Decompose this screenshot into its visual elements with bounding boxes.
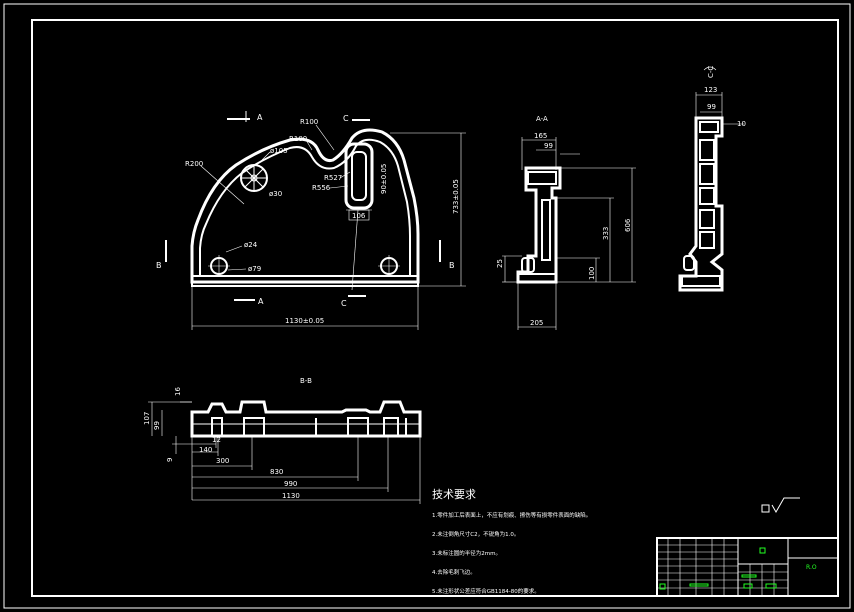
r556-label: R556 (312, 184, 331, 192)
title-block-sheet-label: R.O (806, 564, 817, 571)
section-bb-ribs (211, 417, 407, 437)
dim-733-label: 733±0.05 (452, 179, 460, 214)
d79-leader (227, 268, 247, 271)
title-block-grid-left (657, 538, 738, 596)
aa-dim-205-label: 205 (530, 319, 543, 327)
tech-req-item-2: 2.未注倒角尺寸C2，不锐角为1.0。 (432, 530, 519, 538)
aa-dim-100-label: 100 (588, 267, 596, 280)
outer-border (3, 3, 851, 609)
bb-dim-9-label: 9 (166, 458, 174, 462)
title-block: R.O (656, 537, 839, 597)
tech-requirements: 技术要求 1.零件加工后表面上，不应有划痕、擦伤等有损零件表面的缺陷。 2.未注… (432, 488, 591, 595)
d79-label: ø79 (248, 265, 261, 273)
d105-label: ø105 (270, 147, 288, 155)
section-aa-outline (516, 166, 562, 284)
section-bb-outline (190, 400, 422, 438)
title-block-green-marks (659, 547, 777, 590)
roughness-check-icon (771, 497, 800, 514)
section-c-line (351, 209, 359, 291)
aa-dim-333-label: 333 (602, 227, 610, 240)
section-cc-bracket (703, 66, 717, 71)
dim-90-label: 90±0.05 (380, 164, 388, 194)
d105-leader (261, 151, 271, 161)
section-aa-boss (521, 257, 535, 273)
section-bb-title: B-B (300, 377, 312, 385)
section-b-right-label: B (449, 261, 455, 270)
r556-leader (329, 185, 349, 189)
bb-dim-990-label: 990 (284, 480, 297, 488)
front-view: A A B B C C R100 R100 R200 ø105 ø30 R527… (156, 111, 466, 330)
tech-req-item-5: 5.未注形状公差应符合GB1184-80的要求。 (432, 587, 540, 595)
cc-dim-123-label: 123 (704, 86, 717, 94)
dim-106-label: 106 (352, 212, 366, 220)
front-view-inner-contour (199, 138, 411, 277)
section-a-top-label: A (257, 113, 263, 122)
section-aa-title: A-A (536, 115, 548, 123)
r100-b-label: R100 (289, 135, 307, 143)
d24-label: ø24 (244, 241, 258, 249)
bb-dim-12-label: 12 (212, 436, 221, 444)
section-cc-title: C-C (707, 66, 715, 78)
section-aa-base (517, 273, 557, 283)
section-aa-inner-rib (541, 199, 551, 261)
r100-a-label: R100 (300, 118, 318, 126)
title-block-frame (656, 537, 839, 597)
section-cc-cells (699, 139, 715, 249)
section-a-bottom-label: A (258, 297, 264, 306)
bb-dim-300-label: 300 (216, 457, 229, 465)
section-cc-boss (683, 255, 695, 271)
d30-label: ø30 (269, 190, 282, 198)
section-cc-base (681, 275, 721, 287)
r100-a-leader (315, 124, 335, 151)
title-block-grid-mid (738, 564, 788, 596)
slot-outer (344, 142, 374, 210)
tech-req-item-4: 4.去除毛刺飞边。 (432, 568, 476, 576)
section-cc-top-block (699, 121, 719, 133)
dim-106-box (348, 209, 370, 221)
r200-label: R200 (185, 160, 203, 168)
roughness-symbol (761, 497, 800, 514)
bb-dim-1130-label: 1130 (282, 492, 300, 500)
tech-req-item-3: 3.未标注圆的半径为2mm。 (432, 549, 501, 557)
section-aa-view: A-A 165 99 606 333 100 25 205 (496, 115, 636, 330)
inner-border (31, 19, 839, 597)
r200-leader (200, 165, 245, 205)
slot-inner (351, 151, 367, 201)
section-bb-view: B-B 16 107 99 9 12 140 300 (143, 377, 422, 504)
bb-dim-107-label: 107 (143, 412, 151, 425)
cc-dim-10-label: 10 (737, 120, 746, 128)
section-aa-top-block (527, 171, 557, 185)
aa-dim-165-label: 165 (534, 132, 547, 140)
cc-dim-99-label: 99 (707, 103, 716, 111)
bb-dim-830-label: 830 (270, 468, 283, 476)
bb-dim-99-label: 99 (153, 421, 161, 430)
section-cc-view: C-C 123 99 10 (678, 66, 746, 292)
aa-dim-25-label: 25 (496, 259, 504, 268)
section-c-top-label: C (343, 114, 349, 123)
r100-b-leader (305, 139, 313, 151)
tech-req-item-1: 1.零件加工后表面上，不应有划痕、擦伤等有损零件表面的缺陷。 (432, 511, 591, 519)
front-view-outline (190, 128, 420, 284)
bb-dim-16-label: 16 (174, 387, 182, 396)
aa-dim-99-label: 99 (544, 142, 553, 150)
roughness-box (761, 504, 770, 513)
aa-dim-606-label: 606 (624, 218, 632, 232)
dim-1130-label: 1130±0.05 (285, 317, 324, 325)
r527-label: R527 (324, 174, 342, 182)
d24-leader (225, 245, 243, 253)
r527-leader (339, 171, 351, 179)
section-c-bottom-label: C (341, 299, 347, 308)
section-b-left-label: B (156, 261, 162, 270)
bb-dim-140-label: 140 (199, 446, 212, 454)
hub-spokes (241, 165, 267, 191)
tech-req-title: 技术要求 (432, 488, 476, 501)
